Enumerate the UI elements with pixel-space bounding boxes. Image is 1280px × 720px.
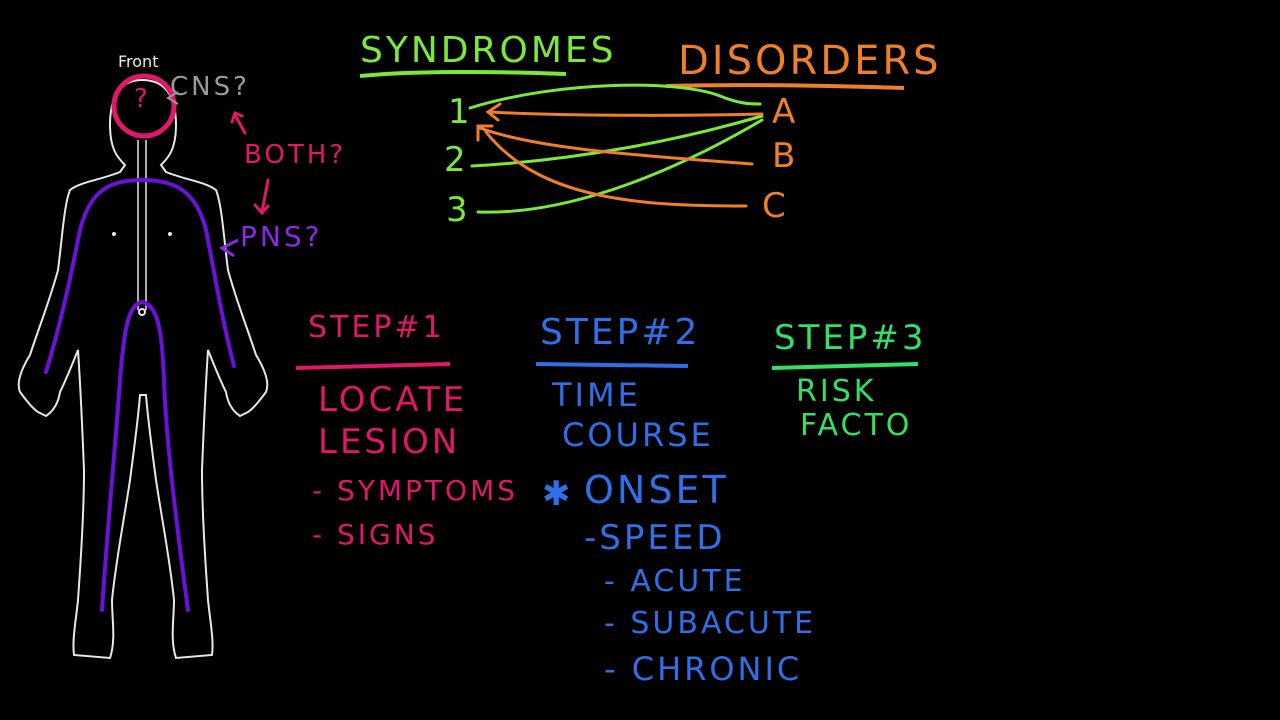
syndromes-title: SYNDROMES	[360, 30, 617, 71]
step1-bullet-symptoms: - SYMPTOMS	[312, 474, 518, 507]
step1-line1: LOCATE	[318, 380, 468, 420]
step3-line2: FACTO	[800, 408, 913, 443]
step1-title: STEP#1	[308, 310, 445, 345]
pns-arrow	[219, 238, 239, 258]
step1-underline	[295, 362, 451, 370]
syndrome-1: 1	[448, 92, 473, 132]
both-arrows	[230, 110, 270, 216]
syndrome-3: 3	[446, 190, 471, 230]
brain-circle	[111, 73, 177, 139]
step2-line1: TIME	[552, 376, 641, 414]
syndromes-underline	[359, 70, 567, 78]
human-body-outline	[17, 78, 269, 660]
step3-title: STEP#3	[774, 318, 927, 358]
disorder-c: C	[762, 186, 789, 226]
front-label: Front	[118, 52, 159, 71]
star-icon: ✱	[542, 474, 571, 514]
disorders-title: DISORDERS	[678, 38, 942, 84]
step2-subacute: - SUBACUTE	[604, 606, 817, 641]
step1-line2: LESION	[318, 422, 461, 462]
step2-acute: - ACUTE	[604, 564, 746, 599]
step2-onset: ONSET	[584, 468, 729, 512]
cns-annotation: CNS?	[170, 72, 250, 102]
disorder-a: A	[772, 92, 799, 132]
cns-arrow	[166, 91, 179, 105]
disorders-underline	[665, 83, 905, 90]
brain-question-mark: ?	[134, 84, 151, 114]
pns-nerve-paths	[44, 178, 236, 612]
step2-speed: -SPEED	[584, 518, 726, 558]
mapping-arrows-orange	[476, 102, 764, 208]
pns-annotation: PNS?	[240, 220, 323, 253]
disorder-b: B	[772, 136, 799, 176]
both-annotation: BOTH?	[244, 140, 347, 170]
step2-chronic: - CHRONIC	[604, 650, 803, 688]
step3-underline	[771, 362, 919, 370]
step2-underline	[535, 362, 689, 368]
step2-line2: COURSE	[562, 416, 714, 454]
step3-line1: RISK	[796, 374, 877, 409]
step2-title: STEP#2	[540, 312, 701, 353]
syndrome-2: 2	[444, 140, 469, 180]
step1-bullet-signs: - SIGNS	[312, 518, 439, 551]
mapping-arrows-green	[468, 83, 764, 214]
